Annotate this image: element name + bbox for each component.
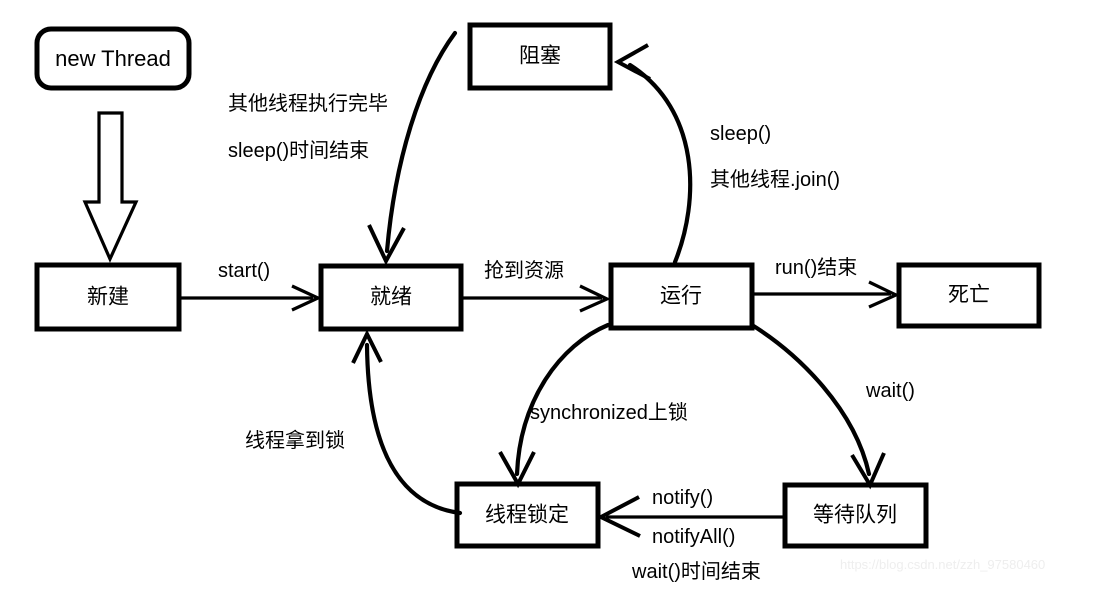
edge-running-to-dead: run()结束 (753, 256, 900, 309)
edge-blocked-to-ready-label-line2: sleep()时间结束 (228, 139, 369, 162)
edge-running-to-locked-label: synchronized上锁 (530, 401, 688, 424)
node-created-shape (34, 262, 182, 332)
node-dead-label: 死亡 (948, 284, 990, 307)
edge-locked-to-ready-curve (364, 342, 463, 516)
node-blocked-label: 阻塞 (519, 45, 561, 68)
edge-waitqueue-to-locked-arrowhead (596, 495, 641, 538)
node-blocked[interactable]: 阻塞 (467, 22, 613, 91)
edge-waitqueue-to-locked: notify() notifyAll() wait()时间结束 (596, 487, 783, 583)
node-waitqueue-shape (782, 482, 929, 549)
edge-running-to-waitqueue-arrowhead (850, 452, 886, 490)
edge-running-to-blocked-curve (627, 62, 693, 265)
edge-running-to-waitqueue-curve (749, 322, 872, 477)
node-dead-shape (896, 262, 1042, 329)
edge-created-to-ready-label: start() (218, 260, 270, 282)
node-waitqueue[interactable]: 等待队列 (782, 482, 929, 549)
node-ready-shape (318, 263, 464, 332)
edge-created-to-ready-arrowhead (291, 284, 322, 312)
node-ready[interactable]: 就绪 (318, 263, 464, 332)
edge-new-to-created (82, 111, 139, 263)
edge-blocked-to-ready: 其他线程执行完毕 sleep()时间结束 (228, 30, 458, 266)
edge-locked-to-ready: 线程拿到锁 (245, 329, 463, 516)
node-created-label: 新建 (87, 286, 129, 309)
edge-running-to-dead-label: run()结束 (775, 256, 857, 279)
node-blocked-shape (467, 22, 613, 91)
node-dead[interactable]: 死亡 (896, 262, 1042, 329)
node-locked[interactable]: 线程锁定 (454, 481, 601, 549)
node-locked-label: 线程锁定 (485, 504, 569, 527)
watermark-text: https://blog.csdn.net/zzh_97580460 (840, 557, 1045, 572)
edge-running-to-locked-curve (514, 322, 611, 477)
edge-blocked-to-ready-arrowhead (367, 224, 406, 266)
edge-running-to-locked: synchronized上锁 (498, 322, 688, 489)
edge-running-to-blocked: sleep() 其他线程.join() (613, 43, 840, 265)
node-new-thread[interactable]: new Thread (34, 26, 192, 91)
edge-running-to-blocked-arrowhead (613, 43, 651, 81)
edge-blocked-to-ready-label-line1: 其他线程执行完毕 (228, 92, 388, 115)
edge-running-to-waitqueue-label: wait() (865, 380, 915, 402)
edge-running-to-dead-arrowhead (868, 280, 900, 309)
node-new-thread-shape (34, 26, 192, 91)
edge-created-to-ready: start() (180, 260, 322, 312)
node-locked-shape (454, 481, 601, 549)
edge-running-to-blocked-label-line1: sleep() (710, 123, 771, 145)
edge-new-to-created-block-arrow (82, 111, 139, 263)
edge-ready-to-running-arrowhead (579, 284, 611, 313)
node-created[interactable]: 新建 (34, 262, 182, 332)
edge-locked-to-ready-arrowhead (351, 329, 383, 364)
edge-ready-to-running-label: 抢到资源 (484, 259, 564, 282)
edge-running-to-blocked-label-line2: 其他线程.join() (710, 168, 840, 191)
edge-running-to-waitqueue: wait() (749, 322, 915, 490)
node-new-thread-label: new Thread (55, 46, 171, 71)
edge-locked-to-ready-label: 线程拿到锁 (245, 428, 345, 452)
edge-ready-to-running: 抢到资源 (462, 259, 611, 313)
edge-waitqueue-to-locked-label-line1: notify() (652, 487, 713, 509)
node-running-label: 运行 (660, 285, 702, 308)
node-running-shape (608, 262, 755, 331)
node-ready-label: 就绪 (370, 286, 412, 309)
node-running[interactable]: 运行 (608, 262, 755, 331)
edge-running-to-locked-arrowhead (498, 451, 536, 489)
edge-waitqueue-to-locked-label-line2: notifyAll() (652, 526, 735, 548)
edge-blocked-to-ready-curve (384, 30, 458, 254)
edge-waitqueue-to-locked-label-line3: wait()时间结束 (631, 560, 761, 583)
node-waitqueue-label: 等待队列 (813, 504, 897, 527)
